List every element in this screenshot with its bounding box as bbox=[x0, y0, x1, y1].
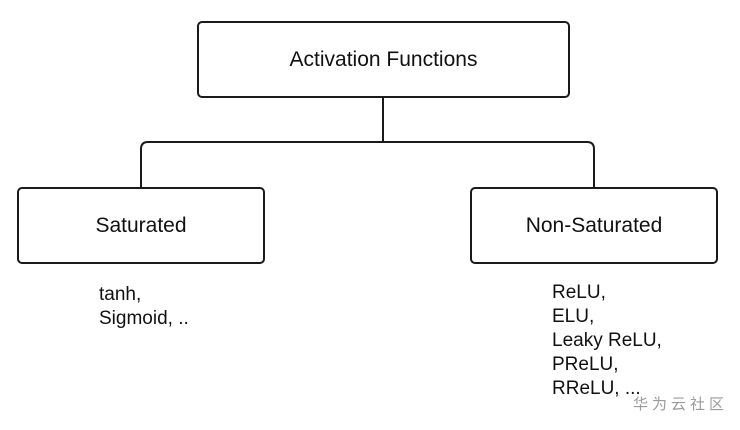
saturated-example-item: Sigmoid, .. bbox=[99, 308, 189, 329]
non-saturated-example-item: RReLU, ... bbox=[552, 378, 641, 399]
watermark: 华为云社区 bbox=[632, 396, 728, 413]
root-node: Activation Functions bbox=[197, 21, 570, 98]
non-saturated-examples-list: ReLU, ELU, Leaky ReLU, PReLU, RReLU, ... bbox=[552, 281, 662, 401]
non-saturated-node-label: Non-Saturated bbox=[525, 213, 663, 237]
saturated-branch-line bbox=[140, 141, 383, 187]
non-saturated-branch-line bbox=[383, 141, 595, 187]
non-saturated-example-item: ReLU, bbox=[552, 282, 606, 303]
saturated-example-item: tanh, bbox=[99, 284, 142, 305]
non-saturated-example-item: PReLU, bbox=[552, 354, 619, 375]
non-saturated-example-item: ELU, bbox=[552, 306, 595, 327]
saturated-node-label: Saturated bbox=[95, 213, 187, 237]
non-saturated-node: Non-Saturated bbox=[470, 187, 718, 264]
saturated-examples-list: tanh, Sigmoid, .. bbox=[99, 283, 189, 331]
root-node-label: Activation Functions bbox=[289, 47, 478, 71]
non-saturated-example-item: Leaky ReLU, bbox=[552, 330, 662, 351]
saturated-node: Saturated bbox=[17, 187, 265, 264]
